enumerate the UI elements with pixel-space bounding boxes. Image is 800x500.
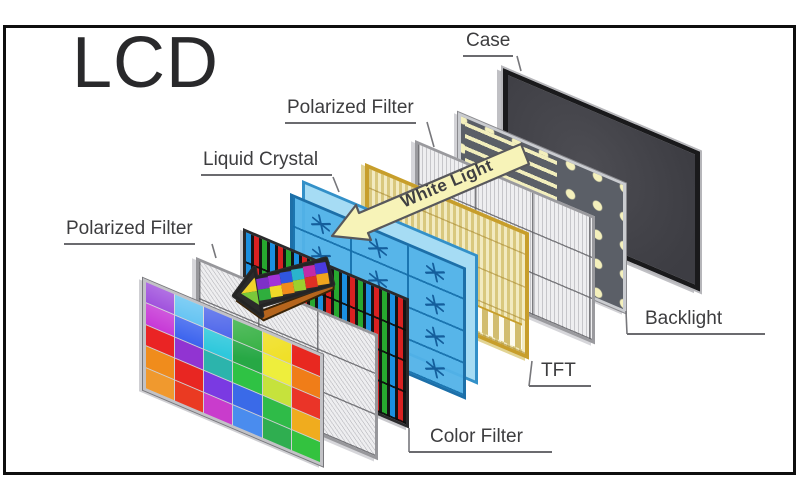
label-backlight: Backlight (627, 308, 765, 335)
label-tft: TFT (529, 360, 591, 387)
label-rear-polarized-filter: Polarized Filter (285, 97, 416, 124)
label-case: Case (463, 30, 514, 57)
label-front-polarized-filter: Polarized Filter (64, 218, 195, 245)
lcd-title: LCD (72, 23, 220, 103)
label-liquid-crystal: Liquid Crystal (201, 149, 333, 176)
label-color-filter: Color Filter (409, 426, 552, 453)
